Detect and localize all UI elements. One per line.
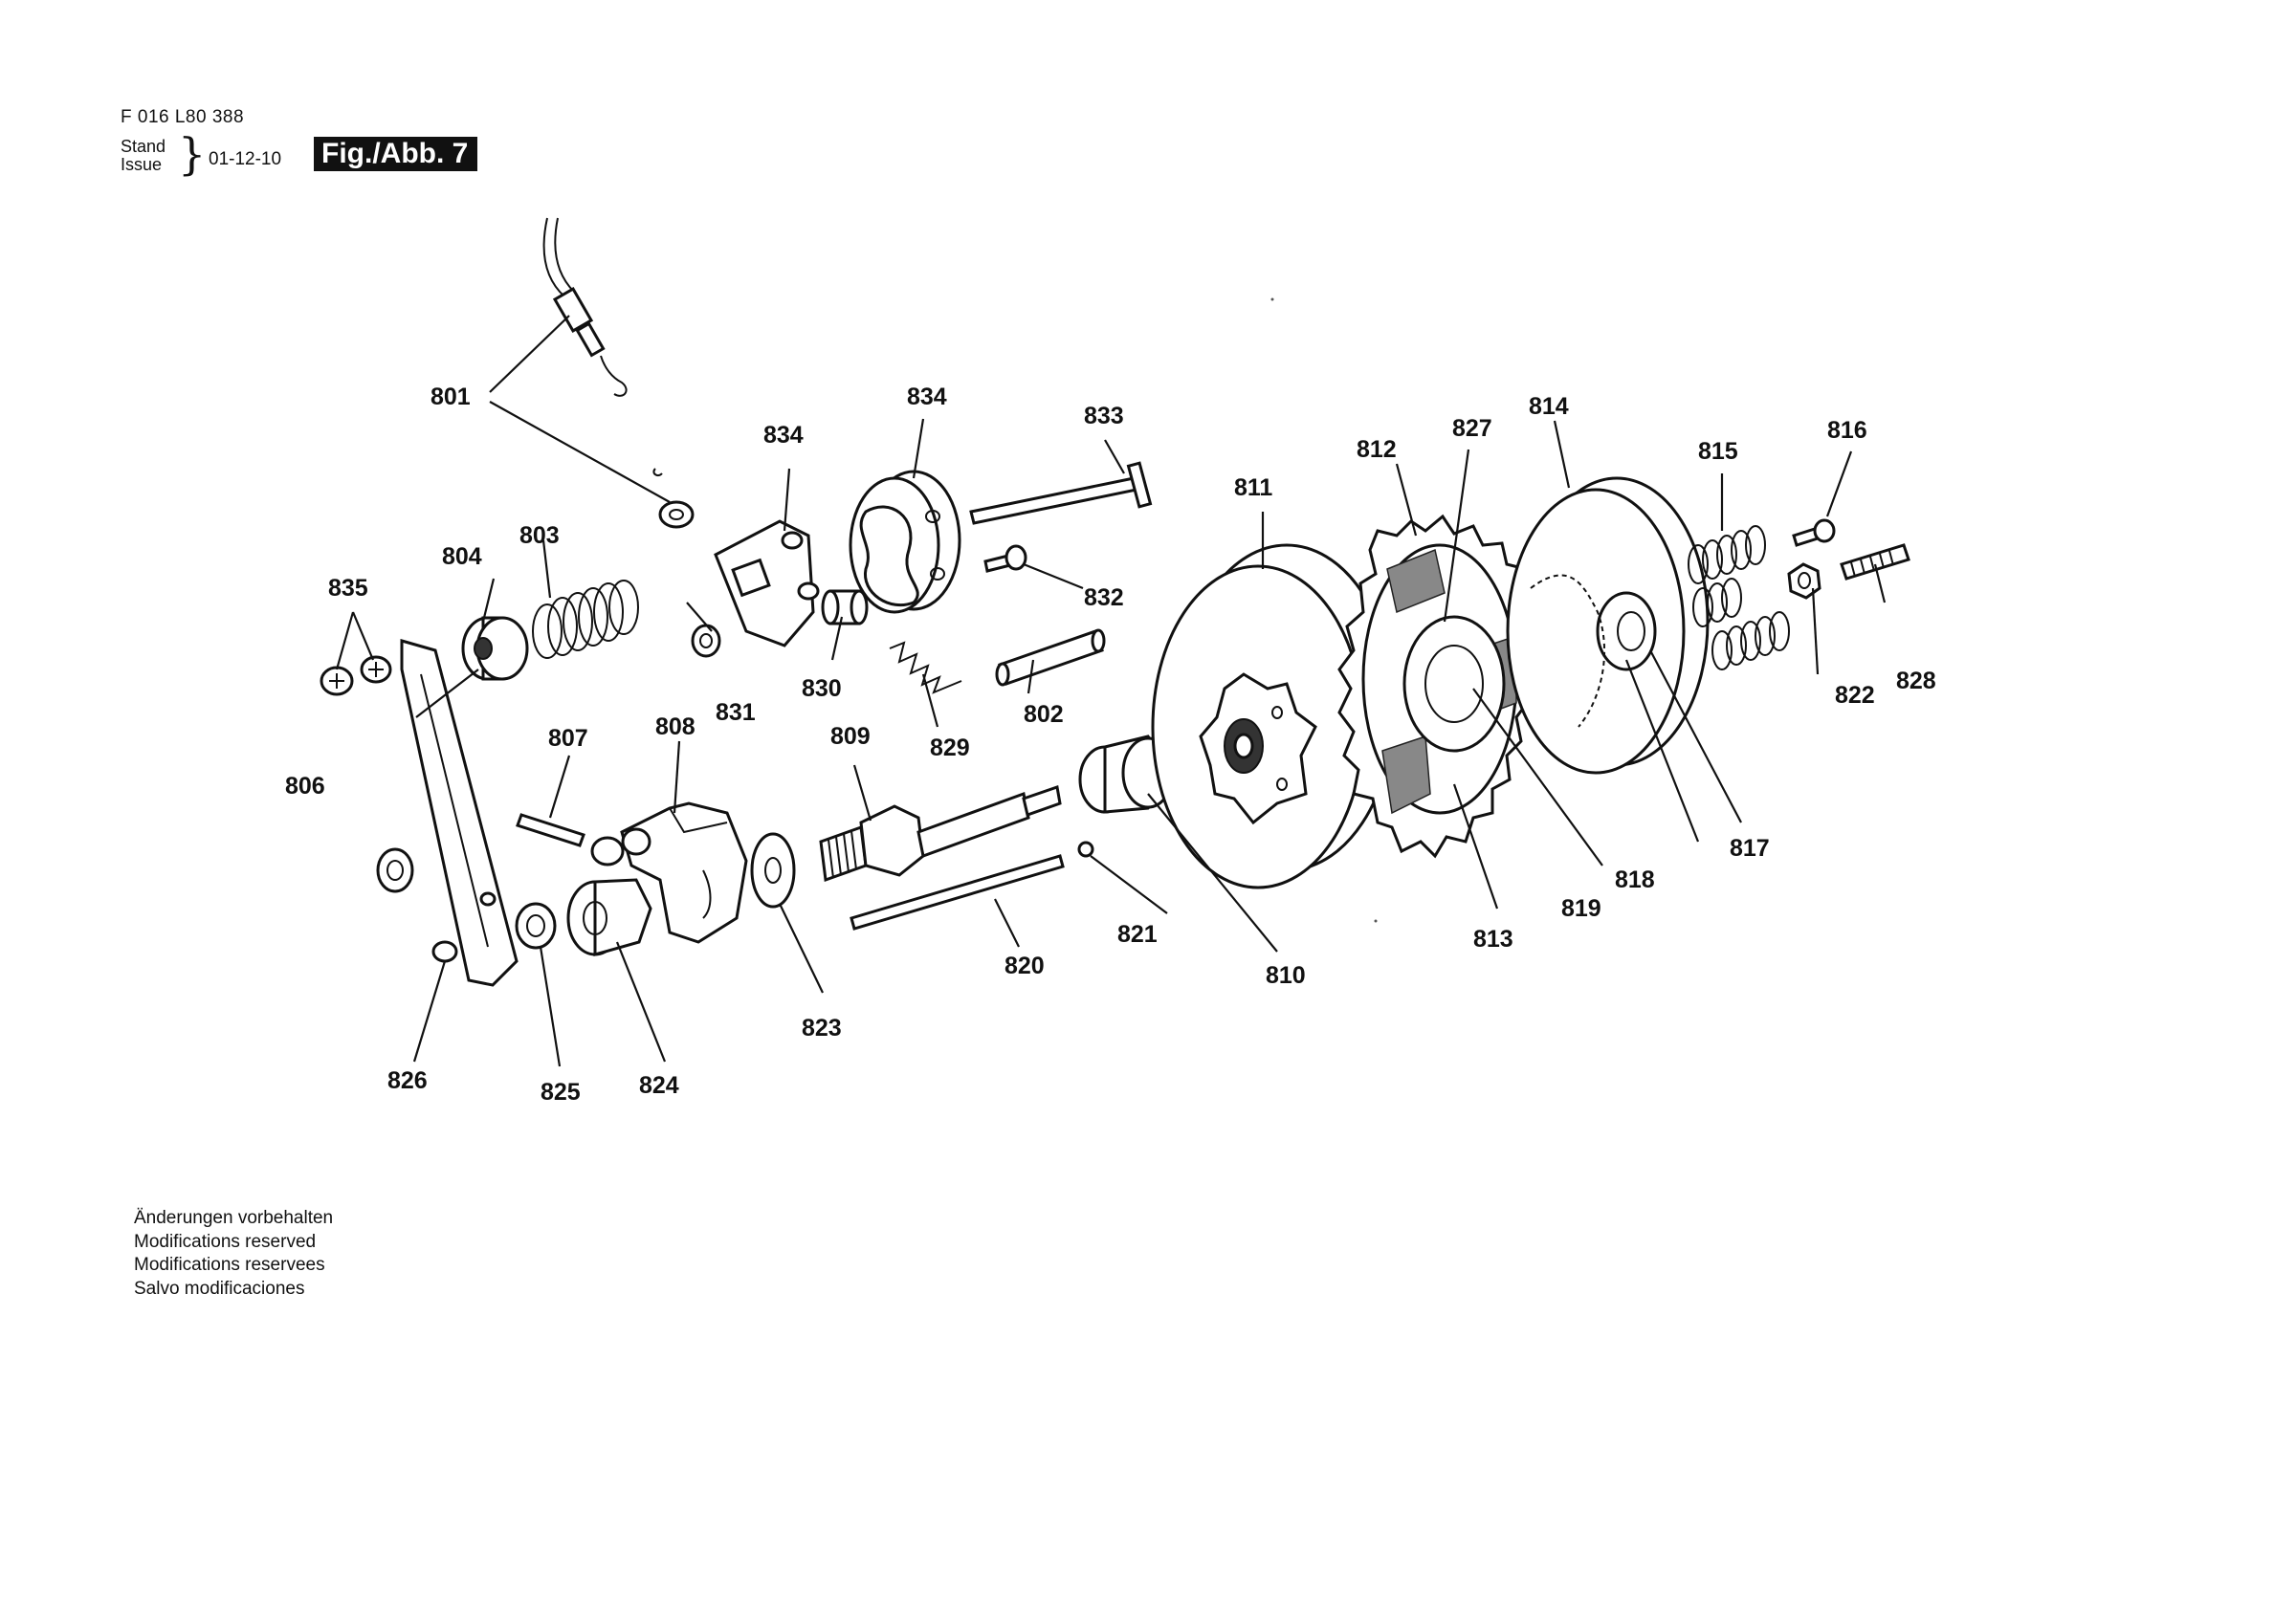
nut-831-drawing bbox=[691, 624, 721, 658]
cam-834-right-drawing bbox=[849, 470, 961, 614]
spring-829-drawing bbox=[889, 641, 962, 694]
washer-823-drawing bbox=[750, 832, 796, 909]
callout-832: 832 bbox=[1084, 584, 1124, 611]
callout-811: 811 bbox=[1234, 474, 1272, 501]
screws-835-drawing bbox=[320, 655, 392, 696]
callout-802: 802 bbox=[1024, 701, 1064, 728]
callout-821: 821 bbox=[1117, 921, 1158, 948]
callout-819: 819 bbox=[1561, 895, 1601, 922]
callout-814: 814 bbox=[1529, 393, 1569, 420]
washer-825-drawing bbox=[515, 902, 557, 950]
screw-816-drawing bbox=[1792, 518, 1836, 547]
callout-828: 828 bbox=[1896, 668, 1936, 694]
issue-block: Stand Issue } 01-12-10 Fig./Abb. 7 bbox=[121, 132, 618, 189]
callout-826: 826 bbox=[387, 1067, 428, 1094]
threaded-828-drawing bbox=[1840, 543, 1910, 581]
callout-801: 801 bbox=[430, 384, 471, 410]
document-header: F 016 L80 388 Stand Issue } 01-12-10 Fig… bbox=[121, 107, 478, 176]
callout-812: 812 bbox=[1357, 436, 1397, 463]
callout-824: 824 bbox=[639, 1072, 679, 1099]
disc-811-drawing bbox=[1151, 543, 1396, 889]
issue-label: Issue bbox=[121, 155, 163, 174]
callout-822: 822 bbox=[1835, 682, 1875, 709]
rod-820-drawing bbox=[850, 854, 1065, 931]
bracket-808-drawing bbox=[590, 801, 748, 944]
document-number: F 016 L80 388 bbox=[121, 107, 245, 127]
stand-issue-labels: Stand Issue bbox=[121, 138, 166, 174]
callout-820: 820 bbox=[1004, 953, 1045, 979]
callout-829: 829 bbox=[930, 735, 970, 761]
shaft-833-drawing bbox=[969, 461, 1153, 525]
callout-803: 803 bbox=[519, 522, 560, 549]
callout-807: 807 bbox=[548, 725, 588, 752]
pin-807-drawing bbox=[516, 813, 585, 847]
callout-827: 827 bbox=[1452, 415, 1492, 442]
sprocket-812-drawing bbox=[1337, 514, 1537, 859]
callout-806: 806 bbox=[285, 773, 325, 800]
nut-822-drawing bbox=[1787, 562, 1821, 600]
callout-835: 835 bbox=[328, 575, 368, 602]
issue-date: 01-12-10 bbox=[209, 149, 282, 169]
notice-line-es: Salvo modificaciones bbox=[134, 1278, 305, 1299]
plate-834-left-drawing bbox=[714, 519, 820, 647]
notice-line-de: Änderungen vorbehalten bbox=[134, 1208, 334, 1228]
leader-lines bbox=[335, 315, 1887, 1067]
callout-808: 808 bbox=[655, 713, 695, 740]
callout-831: 831 bbox=[716, 699, 756, 726]
notice-line-en: Modifications reserved bbox=[134, 1231, 317, 1252]
callout-813: 813 bbox=[1473, 926, 1513, 953]
lever-806-drawing bbox=[400, 639, 519, 987]
disc-814-drawing bbox=[1506, 476, 1710, 775]
screw-832-drawing bbox=[983, 544, 1027, 573]
brace-icon: } bbox=[178, 128, 207, 180]
cable-801-drawing bbox=[542, 217, 695, 529]
callout-830: 830 bbox=[802, 675, 842, 702]
figure-label: Fig./Abb. 7 bbox=[314, 137, 478, 171]
callout-816: 816 bbox=[1827, 417, 1867, 444]
callout-804: 804 bbox=[442, 543, 482, 570]
callout-833: 833 bbox=[1084, 403, 1124, 429]
springs-815-drawing bbox=[1688, 525, 1790, 670]
bushing-804-drawing bbox=[461, 616, 529, 681]
callout-labels: 801 802 803 804 806 807 808 809 810 811 … bbox=[285, 384, 1936, 1106]
callout-809: 809 bbox=[830, 723, 871, 750]
knob-824-drawing bbox=[566, 878, 652, 956]
callout-825: 825 bbox=[541, 1079, 581, 1106]
pin-802-drawing bbox=[995, 628, 1106, 687]
threaded-shaft-809-drawing bbox=[819, 785, 1062, 883]
callout-815: 815 bbox=[1698, 438, 1738, 465]
notice-line-fr: Modifications reservees bbox=[134, 1255, 325, 1275]
spring-803-drawing bbox=[532, 580, 639, 659]
callout-834-left: 834 bbox=[763, 422, 804, 449]
callout-823: 823 bbox=[802, 1015, 842, 1042]
stand-label: Stand bbox=[121, 137, 166, 156]
callout-810: 810 bbox=[1266, 962, 1306, 989]
scan-speck bbox=[1270, 297, 1274, 301]
callout-834-right: 834 bbox=[907, 384, 947, 410]
modifications-notice: Änderungen vorbehalten Modifications res… bbox=[134, 1207, 333, 1301]
callout-818: 818 bbox=[1615, 866, 1655, 893]
scan-speck bbox=[1374, 919, 1378, 923]
ring-lever-nut-drawing bbox=[376, 847, 414, 893]
callout-817: 817 bbox=[1730, 835, 1770, 862]
sleeve-830-drawing bbox=[821, 589, 869, 625]
ball-821-drawing bbox=[1077, 841, 1094, 858]
